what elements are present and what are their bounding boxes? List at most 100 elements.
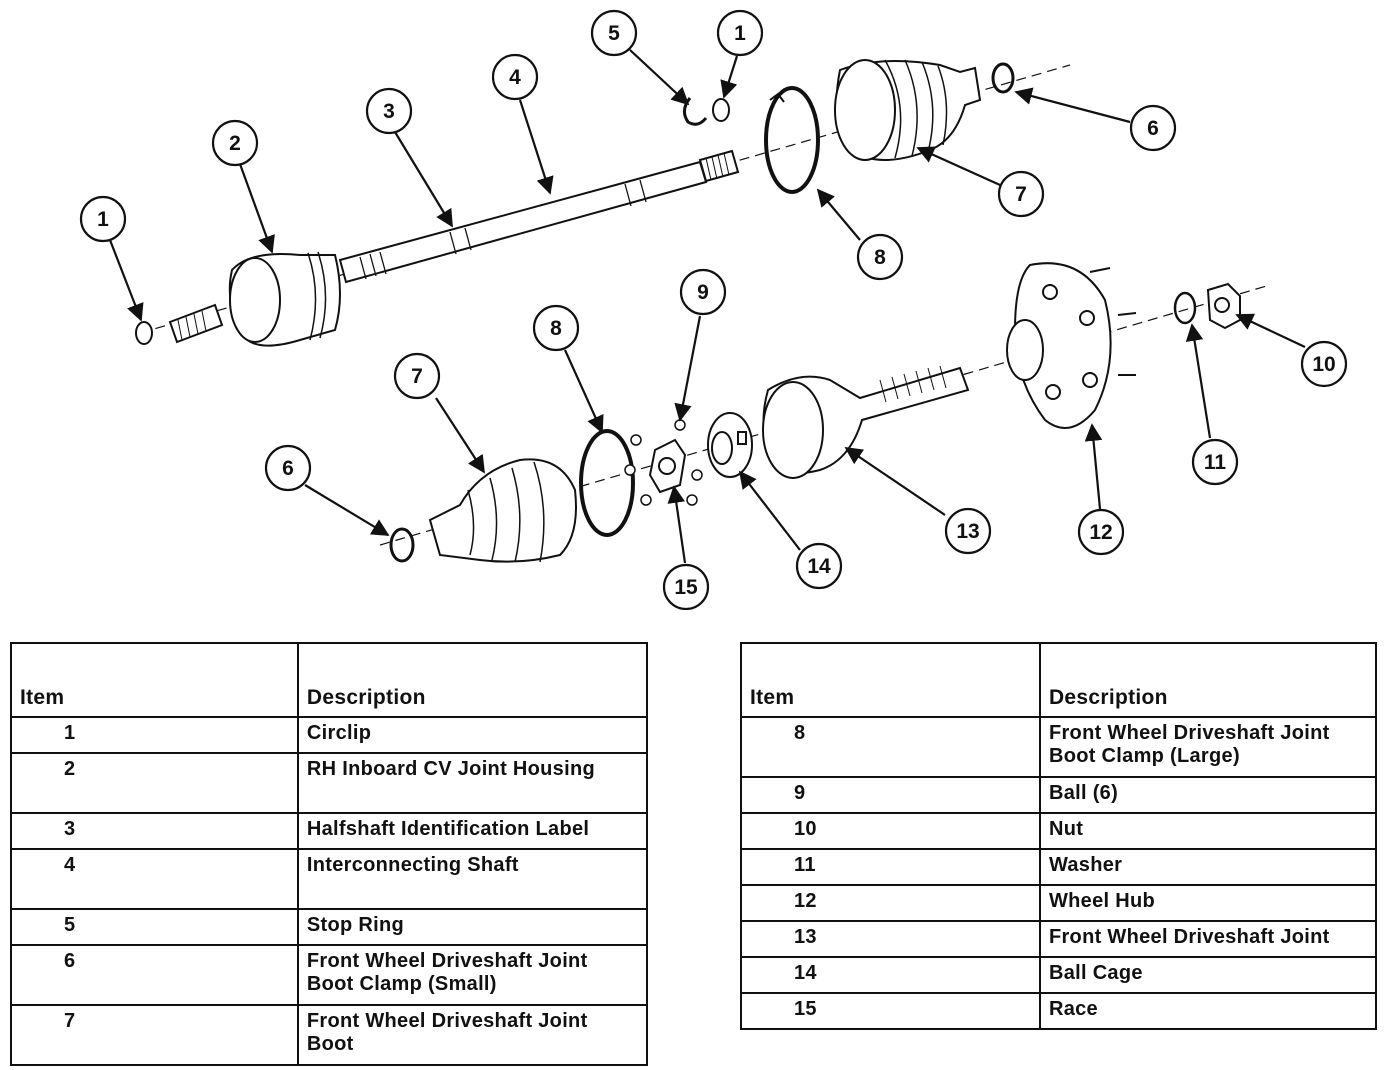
item-number: 6	[10, 944, 299, 1006]
description-line: Front Wheel Driveshaft Joint	[1048, 926, 1330, 948]
interconnecting-shaft	[338, 160, 708, 284]
callout-8-top: 8	[874, 246, 886, 269]
table-row: 4 Interconnecting Shaft	[10, 848, 649, 910]
item-number: 10	[740, 812, 1041, 850]
item-description: RH Inboard CV Joint Housing	[296, 752, 649, 814]
item-number: 3	[10, 812, 299, 850]
exploded-halfshaft-diagram: 1 2 3 4 5 1 6 7 8 9 8 7 6 15 14 13 12 11…	[79, 9, 1348, 610]
callout-6-bottom: 6	[282, 457, 294, 480]
callout-6-top: 6	[1147, 117, 1159, 140]
description-line: Halfshaft Identification Label	[306, 818, 590, 840]
callout-14: 14	[807, 555, 831, 578]
item-number: 1	[10, 716, 299, 754]
item-description: Nut	[1038, 812, 1378, 850]
stop-ring-part	[683, 97, 708, 126]
circlip-part	[135, 321, 153, 345]
callout-9: 9	[697, 281, 709, 304]
column-header-item: Item	[740, 642, 1041, 718]
small-boot-clamp-top	[991, 62, 1015, 94]
item-description: Front Wheel Driveshaft Joint	[1038, 920, 1378, 958]
table-row: 14 Ball Cage	[740, 956, 1378, 994]
description-line: RH Inboard CV Joint Housing	[306, 758, 595, 780]
item-number: 11	[740, 848, 1041, 886]
table-row: 10 Nut	[740, 812, 1378, 850]
description-line: Ball (6)	[1048, 782, 1119, 804]
item-number: 4	[10, 848, 299, 910]
callout-7-top: 7	[1015, 183, 1027, 206]
item-description: Halfshaft Identification Label	[296, 812, 649, 850]
parts-table-left: Item Description 1 Circlip 2 RH Inboard CV …	[10, 642, 649, 1066]
item-number: 2	[10, 752, 299, 814]
upper-assembly	[135, 59, 1071, 347]
item-description: Circlip	[296, 716, 649, 754]
nut-part	[1206, 282, 1241, 330]
callout-2: 2	[229, 132, 241, 155]
callout-3: 3	[383, 100, 395, 123]
item-number: 5	[10, 908, 299, 946]
table-row: 3 Halfshaft Identification Label	[10, 812, 649, 850]
description-line: Washer	[1048, 854, 1123, 876]
callout-12: 12	[1089, 521, 1112, 544]
item-number: 14	[740, 956, 1041, 994]
description-line: Nut	[1048, 818, 1084, 840]
boot-bottom	[428, 458, 577, 563]
callout-15: 15	[674, 576, 698, 599]
description-line: Interconnecting Shaft	[306, 854, 519, 876]
washer-part	[1173, 291, 1197, 325]
description-line: Boot Clamp (Small)	[306, 973, 497, 995]
lower-assembly	[379, 262, 1271, 563]
description-line: Boot Clamp (Large)	[1048, 745, 1240, 767]
description-line: Stop Ring	[306, 914, 405, 936]
item-number: 7	[10, 1004, 299, 1066]
item-description: Wheel Hub	[1038, 884, 1378, 922]
description-line: Front Wheel Driveshaft Joint	[306, 1010, 588, 1032]
large-boot-clamp-top	[764, 86, 820, 194]
large-boot-clamp-bottom	[579, 429, 635, 537]
table-row: 2 RH Inboard CV Joint Housing	[10, 752, 649, 814]
column-header-item: Item	[10, 642, 299, 718]
small-boot-clamp-bottom	[389, 527, 415, 563]
description-line: Front Wheel Driveshaft Joint	[1048, 722, 1330, 744]
item-description: Race	[1038, 992, 1378, 1030]
item-number: 13	[740, 920, 1041, 958]
item-description: Ball Cage	[1038, 956, 1378, 994]
description-line: Ball Cage	[1048, 962, 1143, 984]
callout-7-bottom: 7	[411, 365, 423, 388]
item-description: Interconnecting Shaft	[296, 848, 649, 910]
description-line: Wheel Hub	[1048, 890, 1155, 912]
table-row: 1 Circlip	[10, 716, 649, 754]
callout-11: 11	[1204, 451, 1227, 474]
item-number: 12	[740, 884, 1041, 922]
description-line: Front Wheel Driveshaft Joint	[306, 950, 588, 972]
table-header-row: Item Description	[740, 642, 1378, 718]
table-row: 12 Wheel Hub	[740, 884, 1378, 922]
column-header-description: Description	[1038, 642, 1378, 718]
item-description: Stop Ring	[296, 908, 649, 946]
callout-13: 13	[956, 520, 979, 543]
callout-8-bottom: 8	[550, 317, 562, 340]
table-row: 5 Stop Ring	[10, 908, 649, 946]
table-row: 13 Front Wheel Driveshaft Joint	[740, 920, 1378, 958]
description-line: Circlip	[306, 722, 372, 744]
table-row: 15 Race	[740, 992, 1378, 1030]
table-row: 11 Washer	[740, 848, 1378, 886]
callout-4: 4	[509, 66, 521, 89]
item-number: 8	[740, 716, 1041, 778]
callout-1-top-right: 1	[734, 22, 746, 45]
callout-5: 5	[608, 22, 620, 45]
description-line: Boot	[306, 1033, 354, 1055]
callout-1-top-left: 1	[97, 208, 109, 231]
item-number: 15	[740, 992, 1041, 1030]
callouts	[79, 9, 1348, 610]
column-header-description: Description	[296, 642, 649, 718]
item-number: 9	[740, 776, 1041, 814]
table-header-row: Item Description	[10, 642, 649, 718]
description-line: Race	[1048, 998, 1098, 1020]
